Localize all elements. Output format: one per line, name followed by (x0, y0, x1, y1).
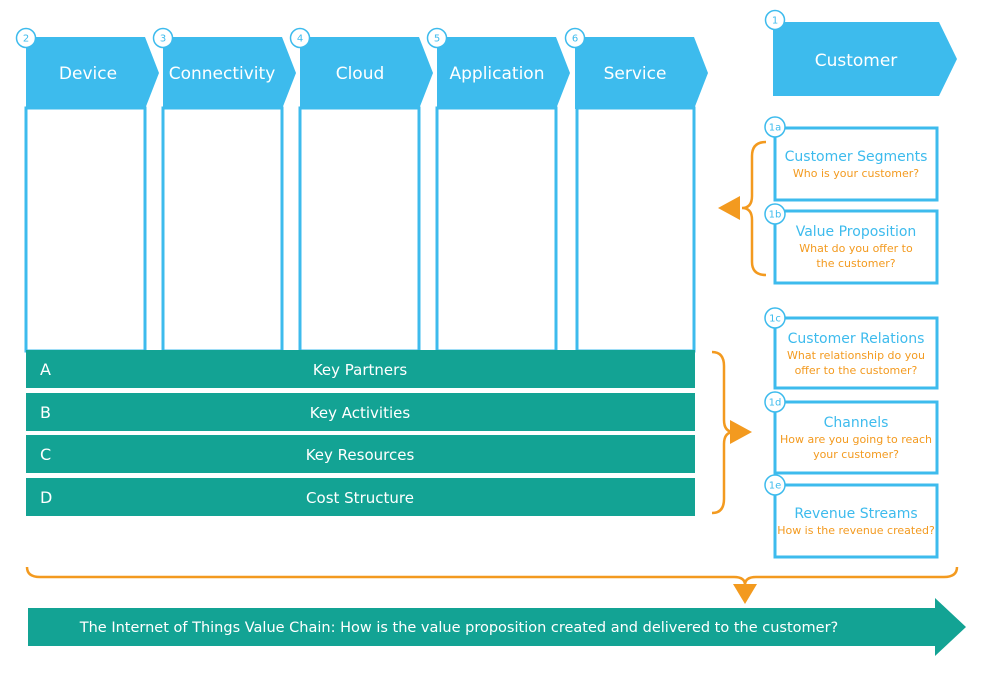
row-letter: A (40, 360, 51, 379)
step-badge (764, 474, 786, 496)
curly-brace (741, 140, 767, 277)
step-number: 1b (769, 210, 782, 221)
step-badge (764, 9, 786, 31)
step-number: 4 (297, 34, 303, 45)
customer-header: 1 Customer (764, 9, 957, 96)
step-badge (426, 27, 448, 49)
box-channels: 1d Channels How are you going to reach y… (764, 391, 939, 475)
box-subtitle: How are you going to reach (780, 433, 932, 446)
column-cloud: 4 Cloud (289, 27, 433, 353)
box-title: Customer Segments (785, 149, 928, 165)
row-label: Cost Structure (306, 489, 414, 507)
column-body (24, 106, 147, 353)
step-number: 1c (769, 314, 781, 325)
column-body (161, 106, 284, 353)
row-letter: D (40, 488, 52, 507)
step-number: 6 (572, 34, 578, 45)
column-header-arrow (575, 37, 708, 109)
step-badge (764, 391, 786, 413)
row-bar (26, 478, 695, 516)
box-frame (773, 400, 939, 475)
row-bar (26, 350, 695, 388)
horizontal-brace (25, 566, 959, 586)
value-chain-banner: The Internet of Things Value Chain: How … (28, 598, 966, 656)
step-badge (15, 27, 37, 49)
arrow-down-icon (733, 584, 757, 604)
box-subtitle: How is the revenue created? (777, 524, 935, 537)
arrow-right-icon (730, 420, 752, 444)
box-title: Value Proposition (796, 224, 917, 240)
column-header-arrow (437, 37, 570, 109)
box-subtitle: What do you offer to (799, 242, 913, 255)
step-number: 2 (23, 34, 29, 45)
step-badge (764, 203, 786, 225)
row-letter: B (40, 403, 51, 422)
column-body (298, 106, 421, 353)
step-number: 1 (772, 16, 778, 27)
column-body (575, 106, 696, 353)
bracket-bottom (25, 566, 959, 586)
step-badge (564, 27, 586, 49)
row-bar (26, 393, 695, 431)
box-revenue-streams: 1e Revenue Streams How is the revenue cr… (764, 474, 939, 559)
row-key-activities: B Key Activities (26, 393, 695, 431)
column-label: Application (450, 64, 545, 84)
banner-arrow (28, 598, 966, 656)
column-label: Device (59, 64, 117, 84)
row-key-resources: C Key Resources (26, 435, 695, 473)
column-service: 6 Service (564, 27, 708, 353)
column-body (435, 106, 558, 353)
column-device: 2 Device (15, 27, 159, 353)
box-subtitle: Who is your customer? (793, 167, 919, 180)
row-label: Key Partners (313, 361, 407, 379)
step-badge (289, 27, 311, 49)
column-connectivity: 3 Connectivity (152, 27, 296, 353)
step-badge (764, 307, 786, 329)
box-subtitle: What relationship do you (787, 349, 925, 362)
column-label: Service (604, 64, 667, 84)
column-application: 5 Application (426, 27, 570, 353)
step-badge (764, 116, 786, 138)
row-label: Key Resources (306, 446, 415, 464)
box-customer-segments: 1a Customer Segments Who is your custome… (764, 116, 939, 202)
step-badge (152, 27, 174, 49)
step-number: 1d (769, 398, 782, 409)
step-number: 3 (160, 34, 166, 45)
box-subtitle: offer to the customer? (795, 364, 918, 377)
bracket-upper (741, 140, 767, 277)
row-key-partners: A Key Partners (26, 350, 695, 388)
box-value-proposition: 1b Value Proposition What do you offer t… (764, 203, 939, 285)
step-number: 5 (434, 34, 440, 45)
step-number: 1a (769, 123, 782, 134)
banner-label: The Internet of Things Value Chain: How … (79, 620, 838, 636)
column-header-arrow (300, 37, 433, 109)
column-label: Cloud (336, 64, 385, 84)
box-frame (773, 316, 939, 390)
box-frame (773, 126, 939, 202)
box-title: Channels (824, 415, 889, 431)
column-label: Connectivity (169, 64, 276, 84)
box-title: Revenue Streams (794, 506, 917, 522)
row-letter: C (40, 445, 51, 464)
row-label: Key Activities (310, 404, 411, 422)
box-frame (773, 209, 939, 285)
step-number: 1e (769, 481, 782, 492)
arrow-left-icon (718, 196, 740, 220)
customer-label: Customer (815, 51, 898, 71)
box-frame (773, 483, 939, 559)
box-customer-relations: 1c Customer Relations What relationship … (764, 307, 939, 390)
box-title: Customer Relations (788, 331, 925, 347)
customer-header-arrow (773, 22, 957, 96)
column-header-arrow (26, 37, 159, 109)
box-subtitle: the customer? (816, 257, 895, 270)
row-bar (26, 435, 695, 473)
box-subtitle: your customer? (813, 448, 899, 461)
column-header-arrow (163, 37, 296, 109)
row-cost-structure: D Cost Structure (26, 478, 695, 516)
